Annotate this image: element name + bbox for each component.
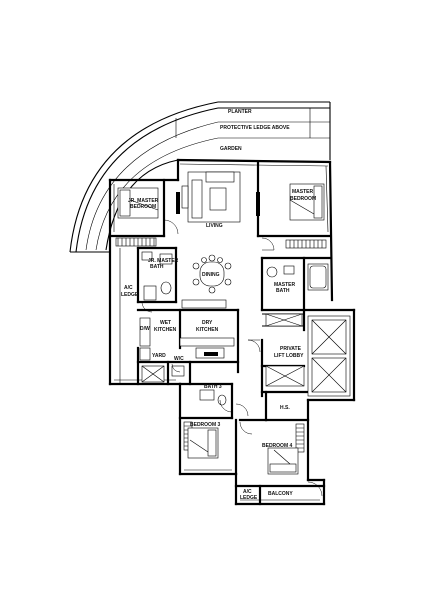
bedroom3-label: BEDROOM 3 — [190, 422, 221, 428]
doors — [141, 219, 323, 497]
windows — [113, 163, 329, 501]
beds — [117, 183, 325, 475]
master-bedroom-label-2: BEDROOM — [290, 196, 316, 202]
dining-label: DINING — [202, 272, 220, 278]
balcony-label: BALCONY — [268, 491, 293, 497]
wc-label: W/C — [174, 356, 184, 362]
ac-ledge2-label-1: A/C — [243, 489, 252, 495]
ac-ledge2-label-2: LEDGE — [240, 495, 258, 501]
interior-walls — [108, 160, 332, 506]
exterior-walls — [108, 158, 356, 506]
garden-label: GARDEN — [220, 146, 242, 152]
jr-master-label-1: JR. MASTER — [128, 198, 159, 204]
jr-master-bath-label-2: BATH — [150, 264, 164, 270]
ac-ledge-label-2: LEDGE — [121, 292, 139, 298]
yard-label: YARD — [152, 353, 166, 359]
master-bath-label-2: BATH — [276, 288, 290, 294]
dry-kitchen-label-2: KITCHEN — [196, 327, 219, 333]
private-lobby-label-1: PRIVATE — [280, 346, 302, 352]
lift-shafts — [307, 315, 351, 397]
living-furniture — [176, 171, 260, 223]
dry-kitchen-label-1: DRY — [202, 320, 213, 326]
room-labels: PLANTER PROTECTIVE LEDGE ABOVE GARDEN JR… — [121, 109, 316, 501]
bedroom4-label: BEDROOM 4 — [262, 443, 293, 449]
wet-kitchen-label-2: KITCHEN — [154, 327, 177, 333]
wet-kitchen-label-1: WET — [160, 320, 171, 326]
bath3-label: BATH 3 — [204, 384, 222, 390]
living-label: LIVING — [206, 223, 223, 229]
jr-master-label-2: BEDROOM — [130, 204, 156, 210]
ledge-label: PROTECTIVE LEDGE ABOVE — [220, 125, 290, 131]
hs-label: H.S. — [280, 405, 290, 411]
bathroom-fixtures — [141, 251, 329, 406]
jr-master-bath-label-1: JR. MASTER — [148, 258, 179, 264]
private-lobby-label-2: LIFT LOBBY — [274, 353, 304, 359]
dw-label: D/W — [140, 326, 150, 332]
planter-label: PLANTER — [228, 109, 252, 115]
dining-set — [192, 254, 232, 294]
ac-ledge-label-1: A/C — [124, 285, 133, 291]
master-bath-label-1: MASTER — [274, 282, 296, 288]
kitchen-counters — [139, 299, 235, 383]
master-bedroom-label-1: MASTER — [292, 189, 314, 195]
